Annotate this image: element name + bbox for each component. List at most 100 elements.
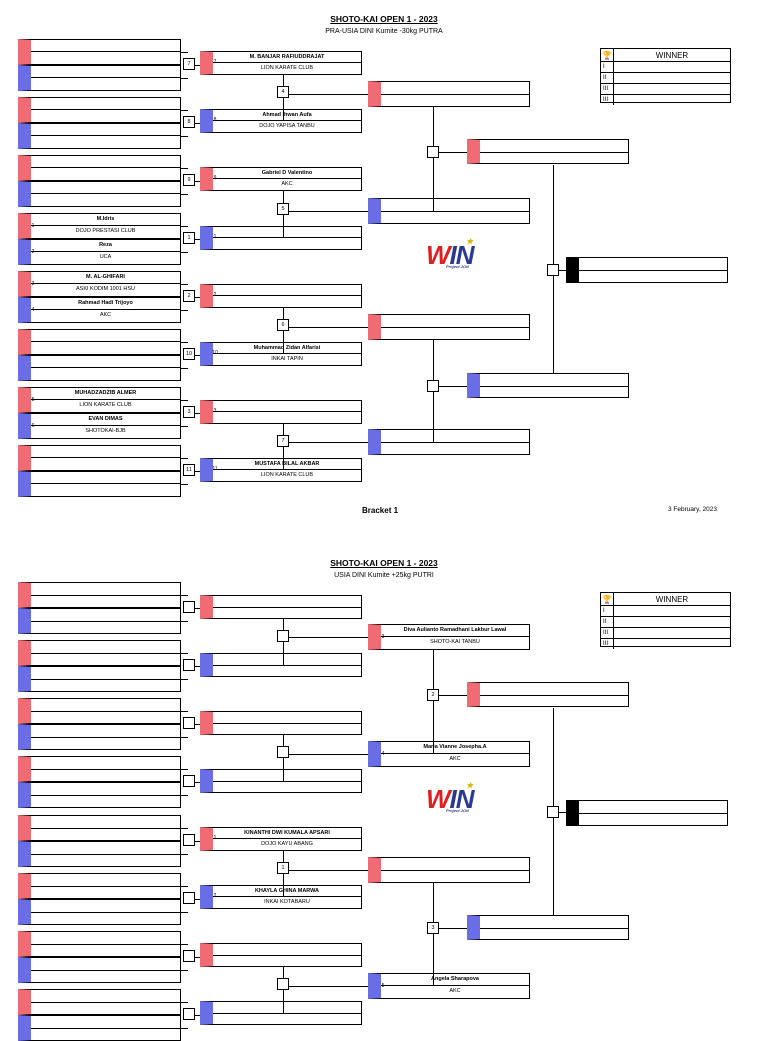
semifinal-slot[interactable] bbox=[467, 915, 629, 940]
seed-number: 5 bbox=[31, 397, 35, 403]
bracket-line bbox=[195, 899, 200, 900]
competitor-club bbox=[31, 367, 180, 380]
match-number-box: 5 bbox=[277, 203, 289, 215]
star-icon: ★ bbox=[466, 237, 474, 246]
round3-slot-blue[interactable] bbox=[368, 429, 530, 455]
bracket-line bbox=[181, 795, 188, 796]
competitor-slot-red[interactable] bbox=[18, 39, 181, 65]
semifinal-slot[interactable] bbox=[467, 682, 629, 707]
competitor-slot-blue[interactable] bbox=[18, 957, 181, 983]
competitor-slot-blue[interactable] bbox=[18, 841, 181, 867]
competitor-name: MUSTAFA BILAL AKBAR bbox=[254, 460, 320, 467]
competitor-slot-blue[interactable] bbox=[18, 355, 181, 381]
round3-slot-blue[interactable] bbox=[368, 198, 530, 224]
round3-slot-red[interactable] bbox=[368, 857, 530, 883]
competitor-slot-red[interactable] bbox=[200, 943, 362, 967]
final-slot[interactable] bbox=[566, 800, 728, 826]
match-number-box bbox=[183, 659, 195, 671]
competitor-slot-blue[interactable] bbox=[18, 608, 181, 634]
page-subtitle: PRA-USIA DINI Kumite -30kg PUTRA bbox=[325, 28, 443, 35]
bracket-line bbox=[433, 883, 434, 986]
match-number-box: 3 bbox=[183, 406, 195, 418]
bracket-line bbox=[181, 737, 188, 738]
competitor-slot-red[interactable] bbox=[18, 445, 181, 471]
bracket-line bbox=[181, 484, 188, 485]
competitor-slot-blue[interactable] bbox=[200, 653, 362, 677]
competitor-slot-blue[interactable] bbox=[18, 181, 181, 207]
match-number-box: 6 bbox=[277, 319, 289, 331]
winner-rank: I bbox=[601, 62, 614, 72]
round3-slot-red[interactable] bbox=[368, 314, 530, 340]
competitor-slot-blue[interactable] bbox=[200, 1001, 362, 1025]
competitor-slot-red[interactable] bbox=[200, 284, 362, 308]
competitor-slot-blue[interactable] bbox=[18, 65, 181, 91]
seed-number: 3 bbox=[213, 408, 217, 414]
competitor-slot-blue[interactable] bbox=[18, 899, 181, 925]
competitor-name: Rahmad Hadi Trijoyo bbox=[78, 300, 133, 307]
competitor-slot-red[interactable] bbox=[18, 155, 181, 181]
bracket-line bbox=[439, 386, 467, 387]
competitor-slot-red[interactable] bbox=[18, 756, 181, 782]
bracket-line bbox=[195, 1015, 200, 1016]
match-number-box: 3 bbox=[427, 922, 439, 934]
seed-number: 1 bbox=[31, 223, 35, 229]
competitor-slot-blue[interactable] bbox=[18, 471, 181, 497]
competitor-slot-blue[interactable] bbox=[18, 123, 181, 149]
competitor-slot-blue[interactable] bbox=[18, 666, 181, 692]
bracket-line bbox=[283, 424, 284, 470]
competitor-slot-blue[interactable] bbox=[200, 226, 362, 250]
competitor-slot-red[interactable] bbox=[18, 329, 181, 355]
competitor-slot-red[interactable] bbox=[18, 698, 181, 724]
competitor-name: Gabriel D Valentino bbox=[261, 169, 313, 176]
final-slot[interactable] bbox=[566, 257, 728, 283]
seed-number: 4 bbox=[31, 307, 35, 313]
competitor-slot-red[interactable] bbox=[18, 640, 181, 666]
competitor-slot-blue[interactable] bbox=[18, 1015, 181, 1041]
competitor-name: Angela Sharapova bbox=[431, 976, 479, 983]
bracket-line bbox=[433, 107, 434, 211]
competitor-slot-red[interactable] bbox=[18, 931, 181, 957]
semifinal-slot[interactable] bbox=[467, 139, 629, 164]
competitor-slot-red[interactable] bbox=[200, 711, 362, 735]
bracket-line bbox=[181, 400, 188, 401]
round3-slot-red[interactable] bbox=[368, 81, 530, 107]
competitor-slot-red[interactable] bbox=[18, 582, 181, 608]
competitor-club bbox=[31, 483, 180, 496]
bracket-line bbox=[181, 886, 188, 887]
match-number-box bbox=[547, 264, 559, 276]
semifinal-slot[interactable] bbox=[467, 373, 629, 398]
competitor-name: M.Idris bbox=[96, 216, 115, 223]
seed-number: 2 bbox=[31, 249, 35, 255]
competitor-slot-red[interactable] bbox=[18, 873, 181, 899]
bracket-line bbox=[289, 754, 368, 755]
competitor-slot-red[interactable] bbox=[18, 815, 181, 841]
competitor-slot-blue[interactable] bbox=[18, 724, 181, 750]
competitor-slot-red[interactable] bbox=[200, 595, 362, 619]
bracket-line bbox=[195, 413, 200, 414]
competitor-slot-red[interactable] bbox=[200, 400, 362, 424]
competitor-slot-red[interactable] bbox=[18, 97, 181, 123]
competitor-club: AKC bbox=[381, 985, 529, 998]
competitor-name: M. BANJAR RAFIUDDRAJAT bbox=[249, 53, 325, 60]
competitor-slot-blue[interactable] bbox=[18, 782, 181, 808]
match-number-box: 7 bbox=[277, 435, 289, 447]
competitor-slot-blue[interactable] bbox=[200, 769, 362, 793]
competitor-slot-red[interactable] bbox=[18, 989, 181, 1015]
bracket-line bbox=[181, 653, 188, 654]
